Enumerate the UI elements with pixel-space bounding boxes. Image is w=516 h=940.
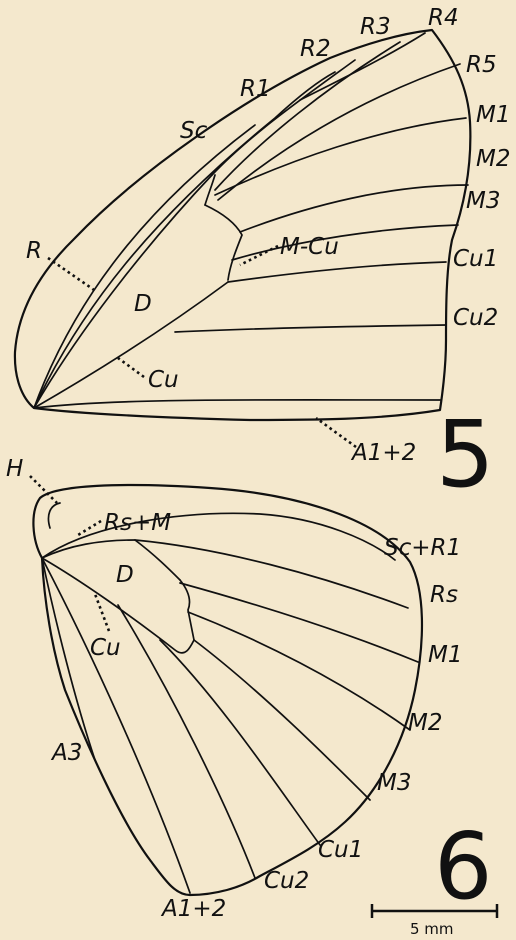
- fw-leader-r: [47, 256, 98, 294]
- fw-label-cu2: Cu2: [453, 305, 498, 331]
- hw-label-d: D: [116, 562, 134, 588]
- fw-label-a1-2: A1+2: [350, 440, 416, 466]
- fw-label-r1: R1: [240, 76, 271, 102]
- fw-label-cu1: Cu1: [453, 246, 498, 272]
- fw-discal-upper: [204, 174, 216, 206]
- hw-label-m3: M3: [377, 770, 411, 796]
- fw-vein-m1: [214, 117, 467, 196]
- hw-leader-h: [29, 475, 58, 504]
- fw-leader-a12: [315, 416, 357, 449]
- fw-label-r5: R5: [466, 52, 497, 78]
- fw-label-r4: R4: [428, 5, 459, 31]
- hw-leader-cu: [93, 593, 111, 632]
- hw-vein-cu2: [117, 604, 256, 879]
- hw-discal-end: [179, 579, 195, 641]
- fw-label-m3: M3: [466, 188, 500, 214]
- hw-label-rs-m: Rs+M: [104, 510, 171, 536]
- fw-label-cu: Cu: [148, 367, 179, 393]
- fw-discal-end: [204, 204, 243, 281]
- hw-label-a3: A3: [50, 740, 82, 766]
- fw-vein-a12: [33, 398, 441, 409]
- hw-vein-rs: [134, 539, 409, 609]
- figure-number-6: 6: [434, 813, 493, 920]
- fw-leader-cu: [117, 356, 145, 379]
- forewing-diagram: [13, 28, 472, 449]
- fw-label-r: R: [26, 238, 42, 264]
- fw-label-r2: R2: [300, 36, 331, 62]
- forewing-outline: [13, 28, 472, 422]
- fw-vein-r3: [214, 41, 401, 191]
- hw-label-m2: M2: [408, 710, 442, 736]
- hw-label-cu2: Cu2: [264, 868, 309, 894]
- hw-vein-m1: [179, 582, 419, 663]
- fw-label-d: D: [134, 291, 152, 317]
- hw-vein-m2: [187, 611, 411, 731]
- fw-leader-mcu: [239, 244, 279, 267]
- hw-leader-rs-m: [77, 519, 102, 537]
- hw-label-sc-r1: Sc+R1: [384, 535, 461, 561]
- fw-vein-m2: [239, 184, 469, 233]
- hw-vein-a12: [41, 557, 191, 894]
- fw-vein-r1: [33, 71, 336, 409]
- fw-label-m1: M1: [476, 102, 510, 128]
- scale-bar: 5 mm: [370, 904, 499, 938]
- hw-discal-upper: [134, 539, 181, 581]
- fw-vein-cu-stem: [33, 281, 229, 409]
- hw-label-h: H: [6, 456, 23, 482]
- hw-label-a1-2: A1+2: [160, 896, 226, 922]
- fw-vein-sc: [33, 124, 256, 409]
- fw-vein-r4: [299, 32, 426, 101]
- hindwing-diagram: [29, 475, 424, 897]
- fw-vein-r5: [217, 63, 461, 201]
- hw-vein-cu1: [159, 639, 321, 846]
- fw-label-m2: M2: [476, 146, 510, 172]
- hw-vein-rs-m-stem: [41, 539, 136, 559]
- fw-vein-cu2: [174, 324, 447, 333]
- fw-vein-r2: [211, 59, 356, 176]
- fw-label-sc: Sc: [180, 118, 208, 144]
- fw-vein-m3: [231, 224, 459, 261]
- figure-number-5: 5: [436, 401, 495, 508]
- hw-label-cu1: Cu1: [318, 837, 363, 863]
- hw-vein-a3: [41, 557, 96, 761]
- hw-vein-sc-r1: [41, 512, 396, 561]
- hw-label-m1: M1: [428, 642, 462, 668]
- hw-vein-m3: [193, 639, 371, 801]
- hw-label-cu: Cu: [90, 635, 121, 661]
- fw-label-m-cu: M-Cu: [280, 234, 339, 260]
- fw-vein-cu1: [227, 261, 447, 283]
- hindwing-outline: [32, 483, 424, 897]
- hw-vein-cu-stem: [41, 557, 195, 654]
- hw-humeral-loop: [47, 502, 61, 529]
- scale-bar-label: 5 mm: [410, 920, 454, 938]
- fw-vein-r-stem: [33, 174, 213, 409]
- fw-label-r3: R3: [360, 14, 391, 40]
- hw-label-rs: Rs: [430, 582, 458, 608]
